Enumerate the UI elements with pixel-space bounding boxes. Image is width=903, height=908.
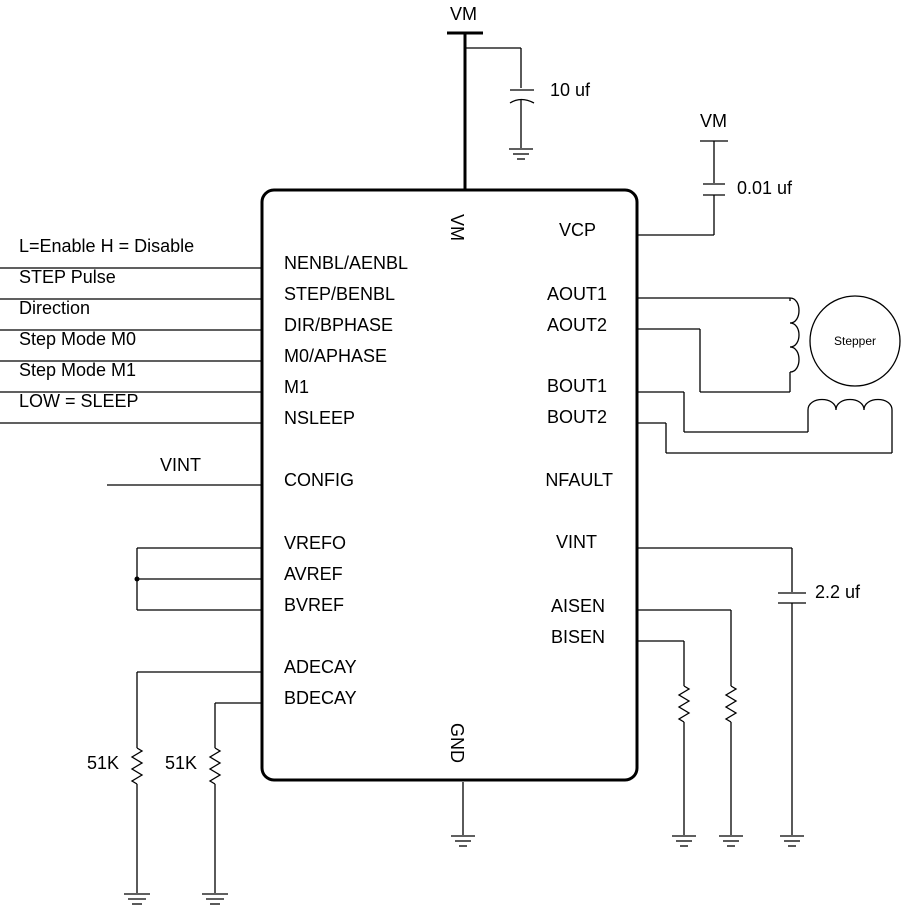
resistor-adecay-label: 51K	[87, 753, 119, 773]
capacitor-001uf	[703, 183, 725, 196]
input-label-m0: Step Mode M0	[19, 329, 136, 349]
capacitor-10uf	[509, 89, 535, 104]
ic-pin-step: STEP/BENBL	[284, 284, 395, 304]
ground-symbol-10uf	[509, 148, 533, 160]
ic-pin-dir: DIR/BPHASE	[284, 315, 393, 335]
ic-pin-vrefo: VREFO	[284, 533, 346, 553]
ic-pin-bout2: BOUT2	[547, 407, 607, 427]
resistor-bdecay-label: 51K	[165, 753, 197, 773]
ic-pin-bout1: BOUT1	[547, 376, 607, 396]
cap-22uf-label: 2.2 uf	[815, 582, 861, 602]
input-label-m1: Step Mode M1	[19, 360, 136, 380]
vint-cap-circuit	[637, 547, 806, 847]
ic-pin-m1: M1	[284, 377, 309, 397]
aisen-resistor-circuit	[637, 609, 743, 847]
ic-pin-nsleep: NSLEEP	[284, 408, 355, 428]
input-label-sleep: LOW = SLEEP	[19, 391, 139, 411]
ic-pin-avref: AVREF	[284, 564, 343, 584]
stepper-label: Stepper	[834, 334, 876, 348]
ic-pin-gnd: GND	[447, 723, 467, 763]
config-vint-label: VINT	[160, 455, 201, 475]
ic-pin-aisen: AISEN	[551, 596, 605, 616]
bisen-resistor-circuit	[637, 640, 696, 847]
ic-pin-bisen: BISEN	[551, 627, 605, 647]
input-label-direction: Direction	[19, 298, 90, 318]
ic-pin-aout1: AOUT1	[547, 284, 607, 304]
ic-pin-vint: VINT	[556, 532, 597, 552]
ic-pin-aout2: AOUT2	[547, 315, 607, 335]
bdecay-resistor-circuit	[202, 702, 262, 905]
input-wires	[0, 267, 262, 424]
ic-pin-vcp: VCP	[559, 220, 596, 240]
cap-10uf-label: 10 uf	[550, 80, 591, 100]
cap-001uf-label: 0.01 uf	[737, 178, 793, 198]
input-label-step: STEP Pulse	[19, 267, 116, 287]
vref-loop-wires	[134, 547, 262, 611]
ic-pin-nfault: NFAULT	[545, 470, 613, 490]
ic-pin-bdecay: BDECAY	[284, 688, 357, 708]
vm-top-label: VM	[450, 4, 477, 24]
input-label-enable: L=Enable H = Disable	[19, 236, 194, 256]
ic-pin-nenbl: NENBL/AENBL	[284, 253, 408, 273]
ic-pin-vm: VM	[447, 214, 467, 241]
ic-pin-adecay: ADECAY	[284, 657, 357, 677]
ic-pin-config: CONFIG	[284, 470, 354, 490]
adecay-resistor-circuit	[124, 671, 262, 905]
ic-ground	[451, 782, 475, 847]
motor-wiring	[637, 297, 893, 454]
vm-right-label: VM	[700, 111, 727, 131]
ic-pin-bvref: BVREF	[284, 595, 344, 615]
stepper-motor	[809, 295, 901, 387]
ic-pin-m0: M0/APHASE	[284, 346, 387, 366]
